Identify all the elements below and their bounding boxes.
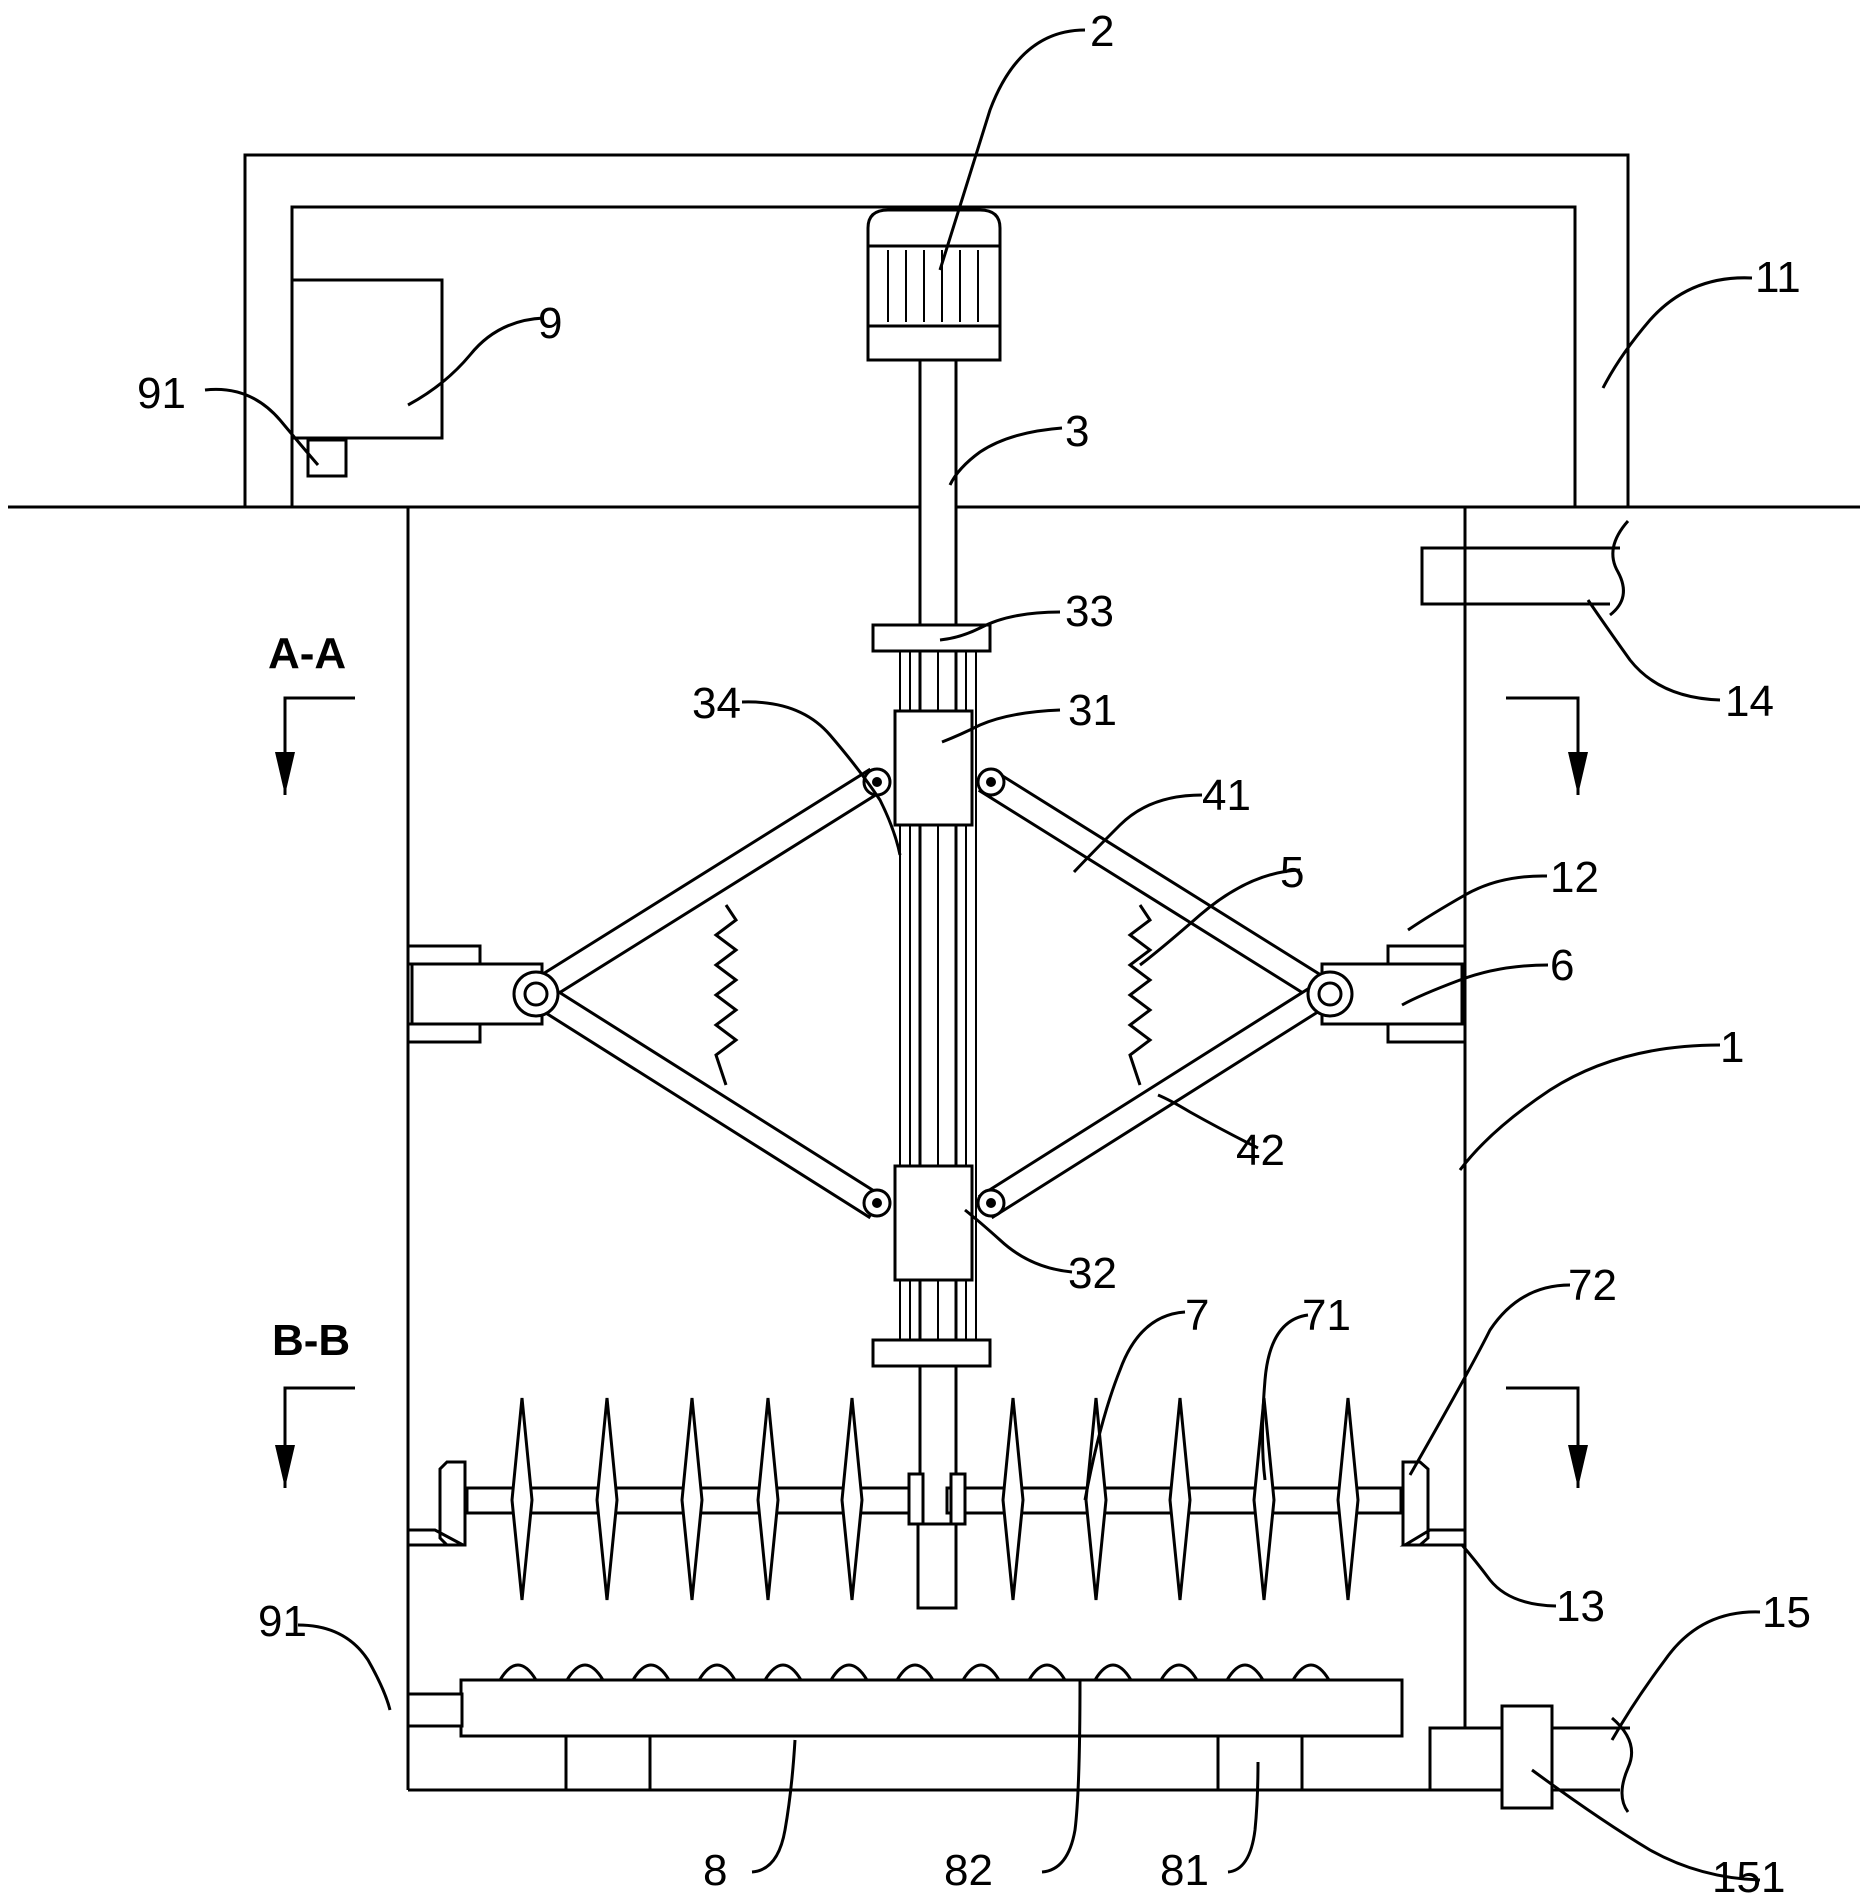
lower-stopper <box>871 1338 992 1368</box>
label-82: 82 <box>944 1846 993 1895</box>
label-33: 33 <box>1065 587 1114 636</box>
label-7: 7 <box>1185 1291 1209 1340</box>
label-31: 31 <box>1068 686 1117 735</box>
label-13: 13 <box>1556 1582 1605 1631</box>
right-rod-holder <box>1399 1460 1465 1547</box>
right-spring <box>1127 904 1153 1086</box>
label-15: 15 <box>1762 1588 1811 1637</box>
label-2: 2 <box>1090 7 1114 56</box>
label-5: 5 <box>1280 848 1304 897</box>
label-11: 11 <box>1755 253 1801 302</box>
label-91-bottom: 91 <box>258 1597 307 1646</box>
label-1: 1 <box>1720 1023 1744 1072</box>
label-6: 6 <box>1550 941 1574 990</box>
right-bracket <box>1306 944 1467 1044</box>
section-label-upper: A-A <box>268 629 346 678</box>
label-71: 71 <box>1302 1291 1351 1340</box>
lower-roller <box>406 1663 1404 1738</box>
bottom-outlet <box>1428 1704 1633 1813</box>
top-outlet-pipe <box>1420 520 1630 617</box>
control-box <box>290 278 444 478</box>
main-shaft <box>899 358 977 1610</box>
label-14: 14 <box>1725 677 1774 726</box>
label-32: 32 <box>1068 1249 1117 1298</box>
label-12: 12 <box>1550 853 1599 902</box>
section-arrows <box>275 696 1588 1488</box>
leader-lines <box>204 28 1761 1882</box>
label-91-top: 91 <box>137 369 186 418</box>
left-rod-holder <box>408 1460 467 1547</box>
label-151: 151 <box>1712 1853 1785 1895</box>
left-foot <box>564 1734 652 1792</box>
upper-slider <box>893 709 974 827</box>
left-spring <box>713 904 739 1086</box>
section-label-lower: B-B <box>272 1316 350 1365</box>
blades <box>510 1397 1360 1601</box>
upper-stopper <box>871 623 992 653</box>
label-42: 42 <box>1236 1126 1285 1175</box>
right-foot <box>1216 1734 1304 1792</box>
label-3: 3 <box>1065 407 1089 456</box>
label-34: 34 <box>692 679 741 728</box>
label-9: 9 <box>538 299 562 348</box>
motor <box>866 208 1002 362</box>
label-81: 81 <box>1160 1846 1209 1895</box>
label-72: 72 <box>1568 1261 1617 1310</box>
left-bracket <box>406 944 560 1044</box>
label-41: 41 <box>1202 771 1251 820</box>
lower-slider <box>893 1164 974 1282</box>
label-8: 8 <box>703 1846 727 1895</box>
